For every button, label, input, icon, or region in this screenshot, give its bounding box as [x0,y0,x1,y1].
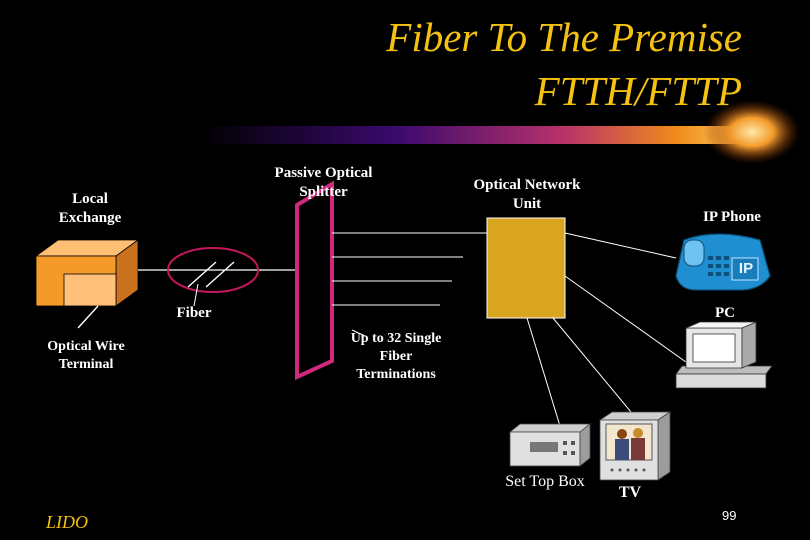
local-exchange-label: Local Exchange [58,191,122,226]
terminal-pointer-line [77,305,99,329]
pc-label: PC [715,305,735,321]
page-number: 99 [722,508,737,523]
title-underline-stripe [200,126,760,144]
set-top-box-label: Set Top Box [505,473,585,490]
local-exchange-icon [34,239,140,307]
tv-icon [598,411,672,481]
pc-icon [675,321,773,389]
fiber-break-mark [205,261,235,288]
fiber-highlight-ellipse [167,247,259,293]
terminations-label: Up to 32 Single Fiber Terminations [350,331,442,382]
title-glow [704,100,800,164]
onu-pc-link [564,275,701,373]
ip-badge-label: IP [738,260,754,277]
footer-lido-text: LIDO [46,512,89,532]
optical-wire-terminal-label: Optical Wire Terminal [47,339,125,372]
passive-optical-splitter-label: Passive Optical Splitter [274,165,373,200]
ip-phone-label: IP Phone [703,209,761,225]
slide-title-line2: FTTH/FTTP [534,68,742,114]
fiber-pointer-line [193,283,199,307]
onu-settop-link [526,317,561,427]
set-top-box-icon [508,423,592,467]
fiber-label: Fiber [176,305,212,321]
ip-phone-icon [675,233,771,291]
optical-network-unit-label: Optical Network Unit [473,177,581,212]
optical-network-unit-box [486,217,566,319]
slide-title-line1: Fiber To The Premise [386,14,742,60]
fiber-break-mark [187,261,217,288]
onu-phone-link [564,232,677,259]
onu-tv-link [552,317,637,419]
terminations-pointer [351,329,366,337]
passive-optical-splitter-shape [295,180,334,381]
tv-label: TV [618,484,642,501]
